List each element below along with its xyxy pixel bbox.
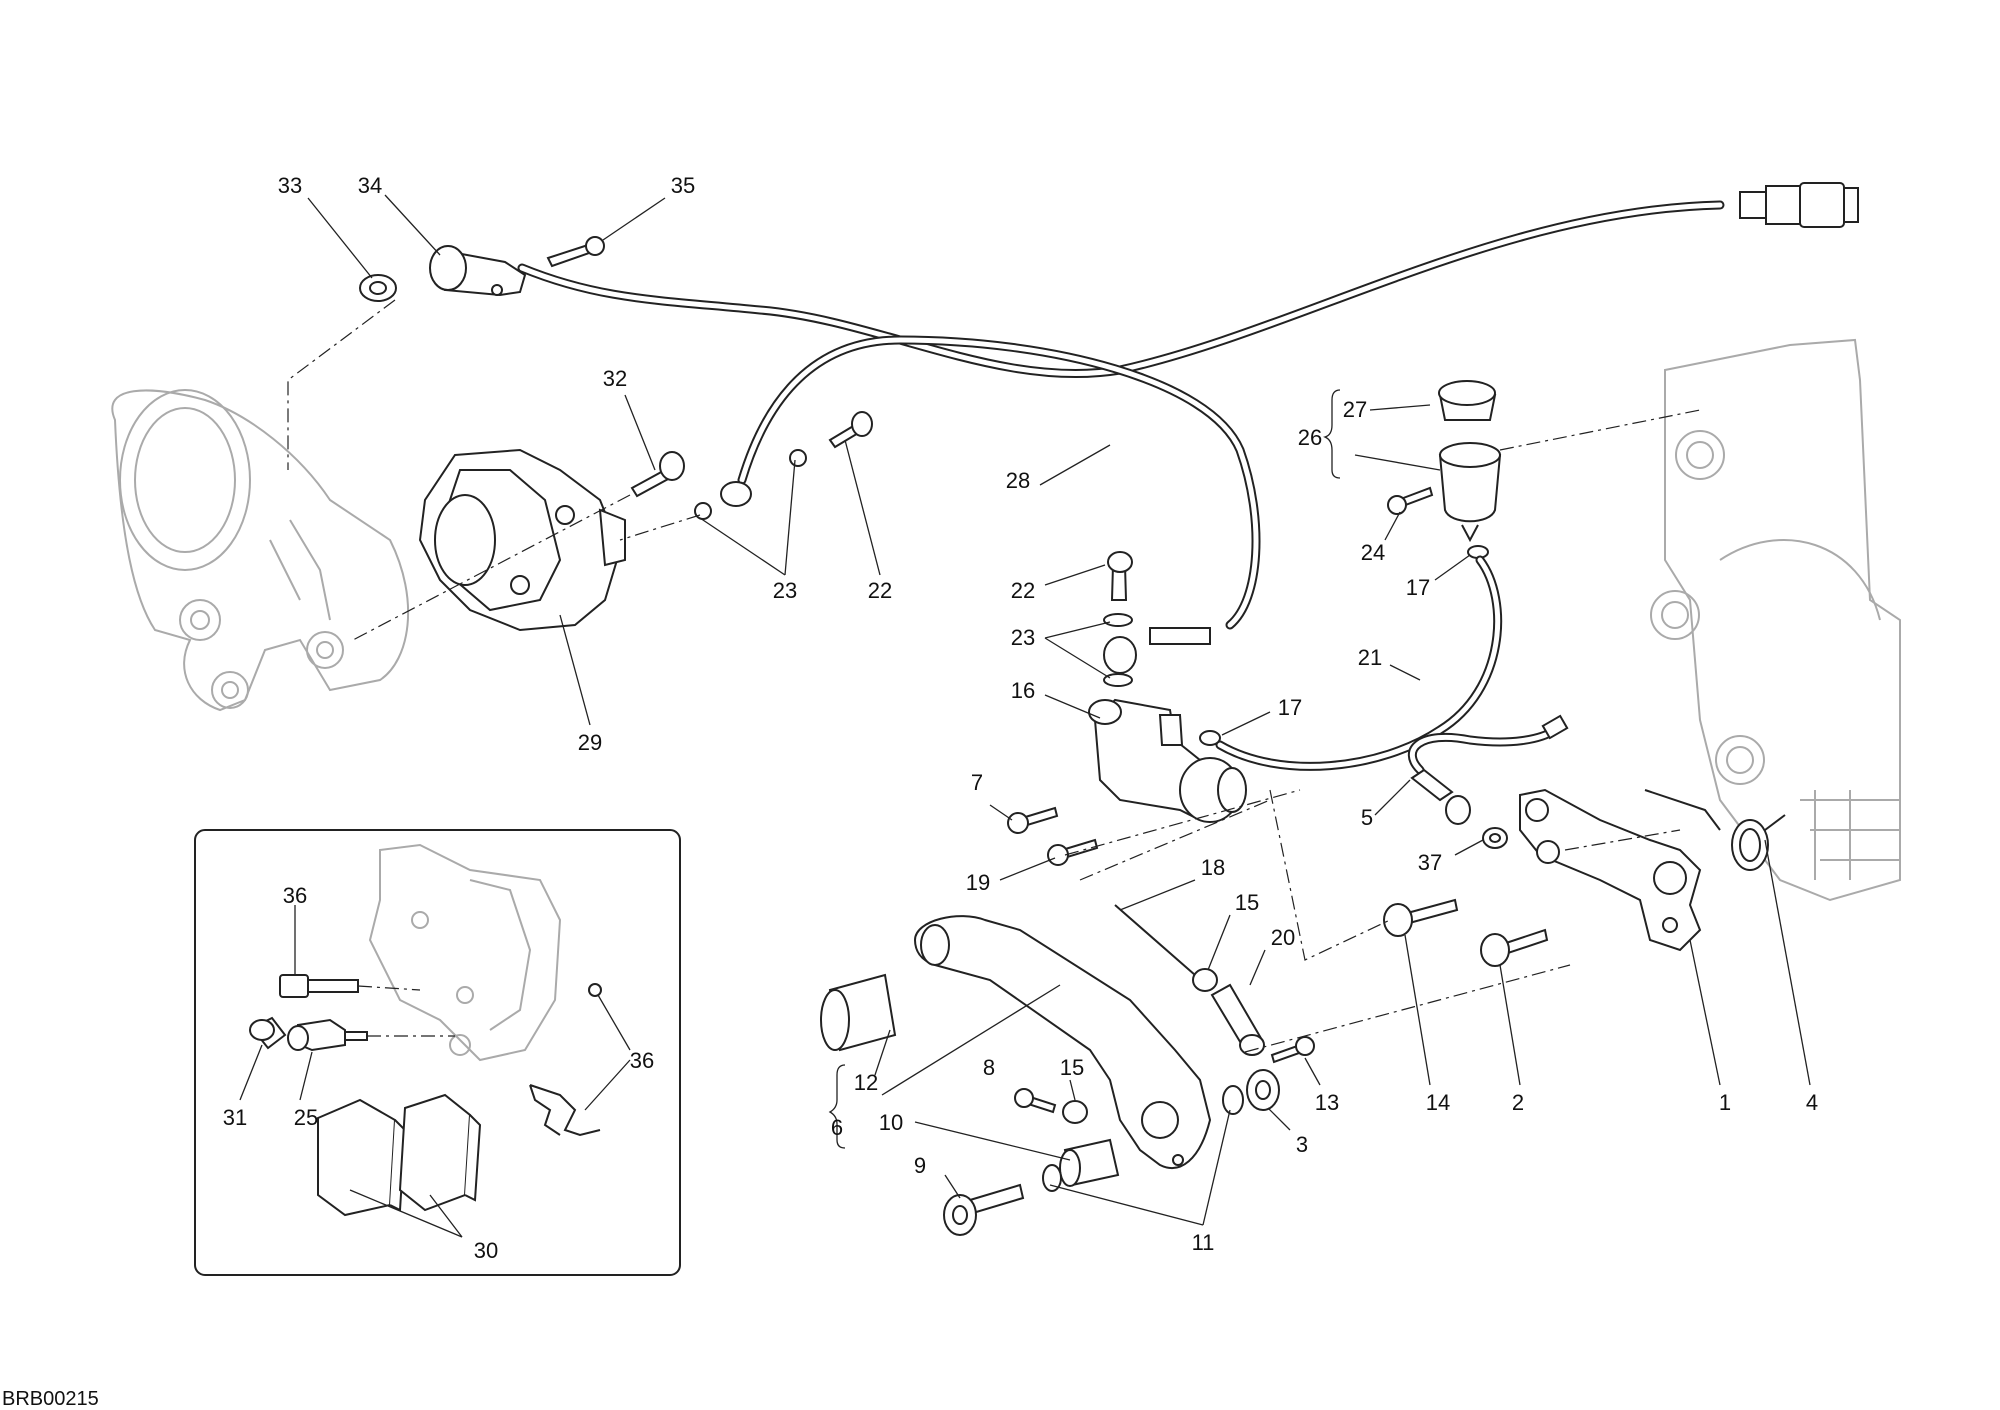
callout-17-mid: 17 [1278, 695, 1302, 720]
caliper-bracket-ghost [111, 389, 410, 712]
callout-32: 32 [603, 366, 627, 391]
callout-17-top: 17 [1406, 575, 1430, 600]
pushrod-18 [1114, 904, 1211, 983]
brace-6 [828, 1064, 846, 1149]
callout-6: 6 [831, 1115, 843, 1140]
pedal-bolt-8 [1014, 1088, 1057, 1114]
brake-light-switch [1410, 714, 1569, 849]
callout-33: 33 [278, 173, 302, 198]
callout-11: 11 [1192, 1230, 1215, 1255]
banjo-master-side [1103, 551, 1211, 687]
callout-36-inset-top: 36 [283, 883, 307, 908]
callout-9: 9 [914, 1153, 926, 1178]
o-rings-11 [1042, 1085, 1244, 1192]
pedal-bushing-10 [1059, 1138, 1120, 1187]
callout-27: 27 [1343, 397, 1367, 422]
callout-23-mid: 23 [1011, 625, 1035, 650]
callout-24: 24 [1361, 540, 1385, 565]
callout-21: 21 [1358, 645, 1382, 670]
callout-30: 30 [474, 1238, 498, 1263]
hose-clamp-bottom [1199, 730, 1221, 746]
sensor-connector [1739, 182, 1859, 228]
callout-1: 1 [1719, 1090, 1731, 1115]
callout-5: 5 [1361, 805, 1373, 830]
nut-15a [1192, 968, 1218, 992]
callout-29: 29 [578, 730, 602, 755]
callout-37: 37 [1418, 850, 1442, 875]
nut-15b [1062, 1100, 1088, 1124]
bleed-valve-25 [287, 1018, 368, 1052]
callout-13: 13 [1315, 1090, 1339, 1115]
callout-14: 14 [1426, 1090, 1450, 1115]
callout-7: 7 [971, 770, 983, 795]
drawing-code: BRB00215 [2, 1388, 99, 1410]
pad-clip-36 [529, 1084, 601, 1137]
bracket-bolt-2 [1480, 928, 1549, 967]
clevis-pin-13 [1270, 1036, 1315, 1064]
callout-10: 10 [879, 1110, 903, 1135]
reservoir-cap [1438, 380, 1496, 406]
leader-lines [307, 194, 1811, 1226]
callout-26: 26 [1298, 425, 1322, 450]
clevis-20 [1210, 983, 1265, 1056]
callout-22-mid: 22 [1011, 578, 1035, 603]
speed-sensor-assembly [359, 236, 605, 302]
engine-case-ghost [1650, 338, 1901, 902]
callout-25: 25 [294, 1105, 318, 1130]
callout-15-bottom: 15 [1060, 1055, 1084, 1080]
callout-12: 12 [854, 1070, 878, 1095]
callout-2: 2 [1512, 1090, 1524, 1115]
return-spring [1644, 789, 1786, 871]
bleed-screw-36 [279, 974, 602, 998]
bleeder-cap-31 [249, 1016, 287, 1050]
callout-36-inset-right: 36 [630, 1048, 654, 1073]
pivot-bolt-14 [1383, 898, 1459, 937]
mc-bolt-7 [1007, 806, 1059, 834]
callout-22-top: 22 [868, 578, 892, 603]
callout-8: 8 [983, 1055, 995, 1080]
callout-19: 19 [966, 870, 990, 895]
callout-4: 4 [1806, 1090, 1818, 1115]
brake-pads-30 [317, 1093, 482, 1217]
washer-3 [1246, 1069, 1280, 1111]
pedal-pivot-bolt-9 [943, 1183, 1025, 1236]
inset-panel [194, 829, 681, 1276]
callout-35: 35 [671, 173, 695, 198]
footpeg-bracket [1519, 788, 1702, 952]
callout-34: 34 [358, 173, 382, 198]
brace-26 [1323, 389, 1341, 479]
callout-18: 18 [1201, 855, 1225, 880]
pedal-rubber [820, 973, 897, 1052]
fluid-reservoir [1387, 380, 1502, 559]
brake-caliper [418, 448, 626, 632]
caliper-brake-hose [737, 335, 1261, 630]
callout-16: 16 [1011, 678, 1035, 703]
master-cylinder [1088, 698, 1247, 823]
callout-31: 31 [223, 1105, 247, 1130]
assembly-lines [287, 299, 1701, 1053]
brake-pedal [913, 915, 1212, 1169]
callout-23-top: 23 [773, 578, 797, 603]
caliper-bolt-32 [630, 451, 685, 498]
callout-labels: 33 34 35 32 28 23 22 29 27 26 24 17 22 2… [223, 173, 1818, 1263]
callout-15-top: 15 [1235, 890, 1259, 915]
callout-3: 3 [1296, 1132, 1308, 1157]
callout-20: 20 [1271, 925, 1295, 950]
callout-28: 28 [1006, 468, 1030, 493]
banjo-caliper-side [694, 411, 873, 520]
